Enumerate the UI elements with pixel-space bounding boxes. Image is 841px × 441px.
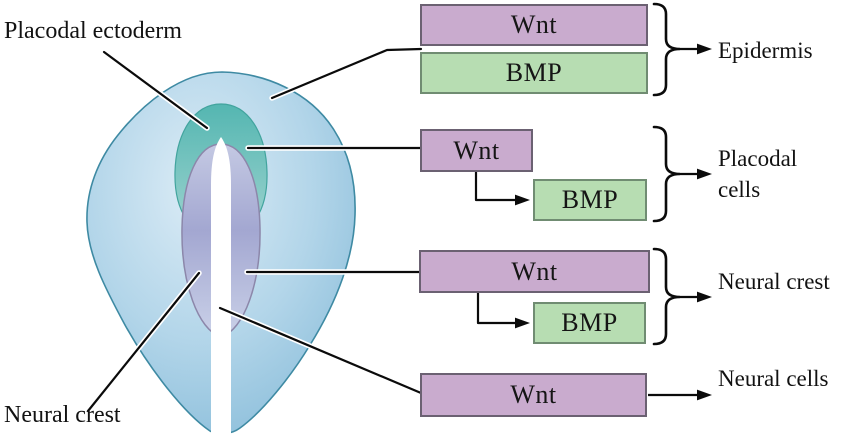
outcome-label-placodal-cells: Placodal cells	[718, 146, 798, 202]
arrowhead-epidermis	[697, 43, 712, 55]
arrowhead-neural-crest	[697, 291, 712, 303]
outcome-arrows	[648, 47, 699, 397]
neural-crest-region-label: Neural crest	[4, 402, 121, 428]
wnt-box-neural-crest: Wnt	[419, 250, 650, 293]
leader-lines	[85, 46, 424, 414]
arrowhead-placodal	[697, 168, 712, 180]
elbow-arrow-placodal	[474, 171, 516, 202]
elbow-arrowhead-neural-crest	[515, 317, 530, 329]
pointer-line-neural-crest	[86, 271, 201, 413]
wnt-box-epidermis: Wnt	[420, 4, 648, 46]
wnt-box-placodal: Wnt	[420, 129, 533, 172]
arrowhead-neural-cells	[697, 389, 712, 401]
grouping-braces	[652, 2, 681, 346]
wnt-box-neural-cells: Wnt	[420, 373, 647, 417]
bmp-box-epidermis: BMP	[420, 52, 648, 94]
bmp-box-placodal: BMP	[533, 179, 647, 221]
outcome-label-epidermis: Epidermis	[718, 38, 813, 63]
brace-neural-crest	[652, 247, 681, 346]
wnt-to-bmp-arrows	[474, 171, 516, 325]
outcome-label-neural-crest: Neural crest	[718, 269, 830, 294]
leader-line-neural-cells	[218, 306, 423, 395]
brace-placodal	[652, 125, 681, 223]
leader-line-epidermis	[270, 47, 423, 100]
elbow-arrowhead-placodal	[515, 194, 530, 206]
pointer-line-placodal-ectoderm	[102, 50, 209, 130]
placodal-ectoderm-label: Placodal ectoderm	[4, 18, 182, 44]
elbow-arrow-neural-crest	[476, 292, 516, 325]
brace-epidermis	[652, 2, 681, 97]
neural-groove-shape	[211, 137, 231, 440]
outcome-label-neural-cells: Neural cells	[718, 366, 829, 391]
bmp-box-neural-crest: BMP	[533, 302, 646, 344]
